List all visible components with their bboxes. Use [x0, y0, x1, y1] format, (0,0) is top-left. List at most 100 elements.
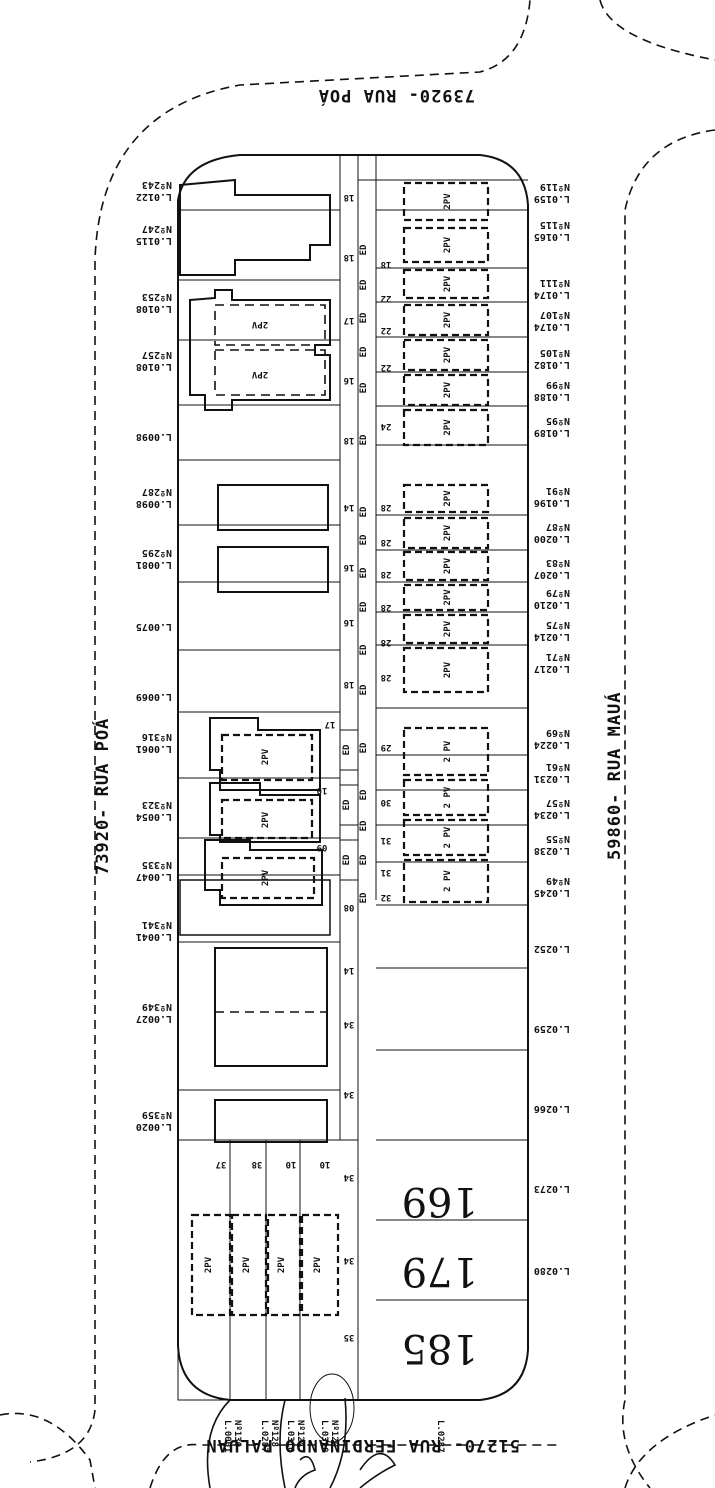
handwriting: 169 179 185: [206, 1178, 478, 1488]
floor-count-label: 38: [252, 1159, 263, 1169]
garage-label: 2PV: [443, 589, 453, 606]
garage-label: 2PV: [313, 1256, 323, 1273]
lot-number-label: Nº71: [546, 651, 570, 662]
right-lot-labels: L.0159Nº119L.0165Nº115L.0174Nº111L.0174N…: [534, 181, 570, 1276]
garage-label: 2PV: [261, 811, 271, 828]
street-right: 59860- RUA MAUÁ: [603, 691, 625, 860]
lot-number-label: Nº247: [142, 223, 172, 234]
lot-number-label: Nº119: [540, 181, 570, 192]
floor-count-label: 37: [216, 1159, 227, 1169]
floor-count-label: 08: [344, 902, 355, 912]
garage-label: 2PV: [443, 557, 453, 574]
left-lot-labels: L.0122Nº243L.0115Nº247L.0108Nº253L.0108N…: [136, 179, 172, 1132]
lot-number-label: Nº75: [546, 619, 570, 630]
lot-number-label: Nº99: [546, 379, 570, 390]
handwritten-169: 169: [402, 1178, 478, 1224]
floor-count-label: 10: [317, 785, 328, 795]
garage-label: 2PV: [251, 319, 268, 329]
bottom-lot-code: L.0287: [435, 1420, 445, 1453]
lot-code-label: L.0224: [534, 739, 570, 750]
lot-code-label: L.0108: [136, 303, 172, 314]
garage-label: 2 PV: [443, 740, 453, 762]
lot-code-label: L.0174: [534, 289, 570, 300]
lot-code-label: L.0234: [534, 809, 570, 820]
lot-code-label: 31: [381, 867, 392, 877]
lot-code-label: L.0027: [136, 1013, 172, 1024]
handwritten-185: 185: [402, 1325, 478, 1371]
lot-code-label: L.0122: [136, 191, 172, 202]
lot-code-label: L.0069: [136, 691, 172, 702]
building-label: ED: [342, 744, 352, 755]
building-label: ED: [359, 534, 369, 545]
lot-code-label: 28: [381, 637, 392, 647]
building-label: ED: [359, 382, 369, 393]
garage-label: 2 PV: [443, 870, 453, 892]
lot-number-label: Nº359: [142, 1109, 172, 1120]
lot-code-label: 28: [381, 537, 392, 547]
garage-label: 2PV: [443, 311, 453, 328]
lot-number-label: Nº111: [540, 277, 570, 288]
building-label: ED: [359, 244, 369, 255]
garage-label: 2PV: [443, 381, 453, 398]
building-label: ED: [359, 312, 369, 323]
lot-number-label: Nº49: [546, 875, 570, 886]
lot-code-label: L.0196: [534, 497, 570, 508]
lot-code-label: L.0061: [136, 743, 172, 754]
building-label: ED: [359, 506, 369, 517]
floor-count-label: 14: [343, 502, 354, 512]
bottom-lot-code: L.0287: [259, 1420, 269, 1453]
lot-number-label: Nº107: [540, 309, 570, 320]
lot-code-label: 31: [381, 835, 392, 845]
lot-code-label: L.0108: [136, 361, 172, 372]
floor-count-label: 17: [325, 719, 336, 729]
handwritten-179: 179: [402, 1248, 478, 1294]
lot-code-label: L.0217: [534, 663, 570, 674]
floor-count-label: 18: [344, 192, 355, 202]
garage-label: 2PV: [443, 346, 453, 363]
garage-label: 2PV: [443, 524, 453, 541]
floor-count-label: 34: [343, 1172, 354, 1182]
lot-code-label: L.0041: [136, 931, 172, 942]
lot-code-label: L.0245: [534, 887, 570, 898]
garage-label: 2PV: [242, 1256, 252, 1273]
lot-code-label: L.0214: [534, 631, 570, 642]
building-label: ED: [359, 820, 369, 831]
lot-code-label: L.0238: [534, 845, 570, 856]
bottom-lot-number: Nº130: [232, 1420, 242, 1447]
building-label: ED: [359, 567, 369, 578]
lot-number-label: Nº257: [142, 349, 172, 360]
garages: 2PV 2PV 2PV 2PV 2PV 2PV 2PV 2PV 2PV 2PV 2PV 2PV 2PV 2…: [204, 181, 490, 1273]
building-label: ED: [359, 601, 369, 612]
lot-number-label: Nº243: [142, 179, 172, 190]
lot-code-label: 22: [381, 293, 392, 303]
lot-code-label: L.0098: [136, 498, 172, 509]
lot-code-label: 24: [380, 421, 391, 431]
garage-label: 2PV: [261, 748, 271, 765]
street-top: 73920- RUA POÁ: [318, 85, 475, 107]
floor-count-label: 16: [344, 617, 355, 627]
garage-label: 2PV: [251, 369, 268, 379]
garage-label: 2PV: [443, 193, 453, 210]
lot-code-label: L.0115: [136, 235, 172, 246]
floor-count-label: 18: [344, 435, 355, 445]
floor-count-label: 10: [286, 1159, 297, 1169]
lot-number-label: Nº323: [142, 799, 172, 810]
lot-number-label: Nº61: [546, 761, 570, 772]
lot-code-label: L.0189: [534, 427, 570, 438]
bottom-buildings: [177, 1139, 359, 1443]
floor-count-label: 10: [320, 1159, 331, 1169]
lot-code-label: L.0231: [534, 773, 570, 784]
garage-label: 2PV: [443, 419, 453, 436]
lot-code-label: L.0259: [534, 1023, 570, 1034]
lot-number-label: Nº55: [546, 833, 570, 844]
floor-count-label: 14: [343, 965, 354, 975]
building-label: ED: [359, 279, 369, 290]
building-label: ED: [359, 434, 369, 445]
garage-label: 2PV: [443, 236, 453, 253]
building-label: ED: [359, 742, 369, 753]
lot-number-label: Nº316: [142, 731, 172, 742]
lot-number-label: Nº83: [546, 557, 570, 568]
floor-count-label: 34: [343, 1019, 354, 1029]
